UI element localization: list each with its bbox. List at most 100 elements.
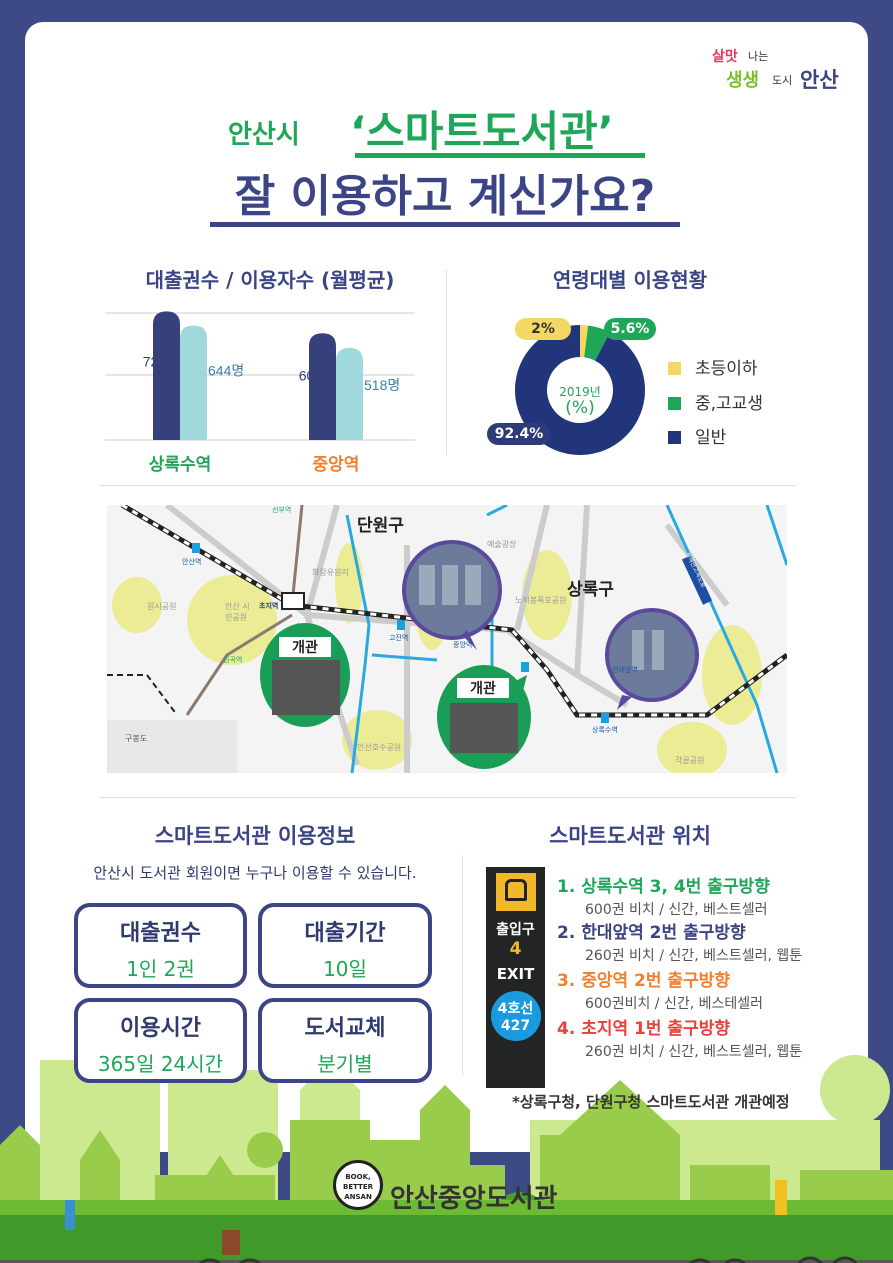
location-detail: 600권비치 / 신간, 베스테셀러 — [585, 996, 764, 1012]
info-box-title: 대출기간 — [304, 921, 386, 946]
donut-center-label: 2019년 — [559, 385, 601, 399]
donut-slice — [515, 325, 645, 455]
info-box-value: 365일 24시간 — [97, 1052, 224, 1076]
location-detail: 600권 비치 / 신간, 베스트셀러 — [585, 902, 768, 918]
bar-value-label: 518명 — [364, 377, 400, 393]
info-box-loan-count: 대출권수 1인 2권 — [74, 903, 247, 988]
info-box-value: 10일 — [323, 957, 367, 981]
bar — [180, 325, 207, 440]
station-code: 427 — [500, 1018, 531, 1034]
station-label: 중앙역 — [453, 641, 473, 649]
opening-badge: 개관 — [279, 637, 331, 657]
bar — [336, 347, 363, 440]
place-label: 예술광장 — [487, 540, 517, 549]
book-better-ansan-logo: BOOK, BETTER ANSAN — [333, 1160, 383, 1210]
location-item: 2. 한대앞역 2번 출구방향 260권 비치 / 신간, 베스트셀러, 웹툰 — [557, 918, 802, 965]
legend-swatch — [668, 431, 681, 444]
bar-chart: 723권 600권 644명 518명 — [105, 311, 415, 441]
city-illustration — [0, 1050, 893, 1263]
map-district-label: 단원구 — [357, 516, 404, 536]
bar-value-label: 723권 — [143, 353, 179, 369]
slice-label: 92.4% — [487, 423, 551, 445]
legend-swatch — [668, 397, 681, 410]
header-highlight: ‘스마트도서관’ — [350, 107, 614, 156]
info-box-title: 도서교체 — [304, 1016, 386, 1041]
place-label: 각골공원 — [675, 756, 705, 765]
info-subtitle: 안산시 도서관 회원이면 누구나 이용할 수 있습니다. — [93, 864, 417, 882]
legend-label: 일반 — [695, 428, 727, 448]
legend-item: 초등이하 — [668, 354, 758, 379]
station-label: 원곡역 — [223, 656, 243, 664]
subway-exit-sign: 출입구 4 EXIT 4호선 427 — [486, 867, 545, 1088]
place-label: 화랑유원지 — [312, 568, 349, 577]
legend-label: 중,고교생 — [695, 394, 763, 414]
donut-slice — [584, 325, 610, 361]
station-label: 선부역 — [272, 506, 292, 514]
header-question: 잘 이용하고 계신가요? — [234, 171, 656, 222]
bar-category-label: 상록수역 — [148, 455, 212, 475]
location-heading: 4. 초지역 1번 출구방향 — [557, 1019, 730, 1039]
location-detail: 260권 비치 / 신간, 베스트셀러, 웹툰 — [585, 948, 803, 964]
highlight-underline — [355, 153, 645, 158]
donut-slice — [580, 325, 589, 358]
opening-note: *상록구청, 단원구청 스마트도서관 개관예정 — [512, 1093, 790, 1111]
header-prefix: 안산시 — [228, 120, 300, 150]
line-name: 4호선 — [497, 1001, 534, 1017]
station-label: 안산역 — [182, 558, 202, 566]
info-box-hours: 이용시간 365일 24시간 — [74, 998, 247, 1083]
legend-item: 일반 — [668, 423, 726, 448]
train-icon — [495, 873, 536, 911]
location-item: 3. 중앙역 2번 출구방향 600권비치 / 신간, 베스테셀러 — [557, 966, 763, 1013]
info-box-loan-period: 대출기간 10일 — [258, 903, 432, 988]
exit-label: 출입구 — [496, 922, 535, 938]
donut-chart — [515, 325, 645, 455]
place-label: 안산 시민공원 — [225, 602, 250, 622]
place-label: 노적봉폭포공원 — [515, 596, 567, 605]
info-box-value: 1인 2권 — [126, 957, 195, 981]
location-heading: 1. 상록수역 3, 4번 출구방향 — [557, 877, 770, 897]
bar-value-label: 600권 — [299, 368, 335, 384]
bar-value-label: 644명 — [208, 363, 244, 379]
slice-label: 2% — [515, 318, 571, 340]
slice-label: 5.6% — [604, 318, 656, 340]
place-label: 안산호수공원 — [357, 743, 402, 752]
station-label: 상록수역 — [592, 726, 618, 734]
station-label: 한대앞역 — [612, 666, 638, 674]
bar — [309, 333, 336, 440]
location-map: 단원구 상록구 개관 개관 선부역 안산역 초지역 원곡역 고잔역 중앙역 한대… — [107, 505, 787, 773]
divider — [100, 485, 795, 486]
location-heading: 2. 한대앞역 2번 출구방향 — [557, 923, 746, 943]
divider — [462, 855, 463, 1075]
location-title: 스마트도서관 위치 — [549, 824, 711, 848]
opening-badge: 개관 — [457, 678, 509, 698]
location-item: 1. 상록수역 3, 4번 출구방향 600권 비치 / 신간, 베스트셀러 — [557, 872, 770, 919]
place-label: 원시공원 — [147, 602, 177, 611]
station-label: 초지역 — [259, 602, 279, 610]
divider — [100, 797, 795, 798]
legend-label: 초등이하 — [695, 359, 758, 379]
bar-category-label: 중앙역 — [312, 455, 360, 475]
legend-item: 중,고교생 — [668, 389, 763, 414]
location-detail: 260권 비치 / 신간, 베스트셀러, 웹툰 — [585, 1044, 803, 1060]
donut-chart-title: 연령대별 이용현황 — [552, 268, 708, 292]
location-item: 4. 초지역 1번 출구방향 260권 비치 / 신간, 베스트셀러, 웹툰 — [557, 1014, 802, 1061]
donut-center-unit: (%) — [565, 398, 595, 418]
line-badge: 4호선 427 — [490, 991, 541, 1041]
location-heading: 3. 중앙역 2번 출구방향 — [557, 971, 730, 991]
bar — [153, 311, 180, 440]
map-district-label: 상록구 — [567, 580, 614, 600]
info-title: 스마트도서관 이용정보 — [154, 824, 356, 848]
bar-chart-title: 대출권수 / 이용자수 (월평균) — [145, 268, 395, 292]
legend-swatch — [668, 362, 681, 375]
exit-text: EXIT — [496, 965, 535, 983]
place-label: 구봉도 — [125, 734, 148, 743]
info-box-title: 대출권수 — [120, 921, 201, 946]
station-label: 고잔역 — [389, 634, 409, 642]
info-box-title: 이용시간 — [120, 1016, 201, 1041]
question-underline — [210, 222, 680, 227]
city-logo: 살맛 나는 생생 도시 안산 — [712, 49, 839, 92]
exit-number: 4 — [509, 939, 522, 959]
info-box-value: 분기별 — [317, 1052, 373, 1076]
library-name: 안산중앙도서관 — [390, 1184, 558, 1214]
